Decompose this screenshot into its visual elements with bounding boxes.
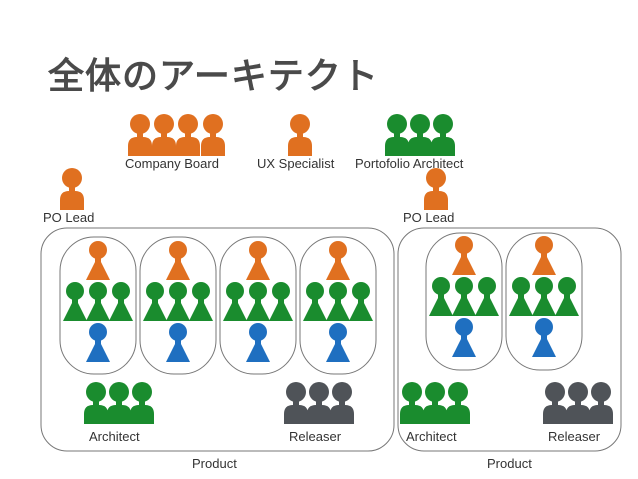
page-title: 全体のアーキテクト [48,56,379,97]
team-1-members [63,241,133,362]
po-lead-left-label: PO Lead [43,210,95,225]
po-lead-left-person [60,168,84,210]
product-right-label: Product [487,456,532,471]
team-capsule-1 [59,236,137,375]
team-5-members [429,236,499,357]
team-capsule-2 [139,236,217,375]
architect-right-label: Architect [406,429,457,444]
product-container-left [40,227,395,452]
team-4-members [303,241,373,362]
team-capsule-6 [505,232,583,371]
releaser-right-group [543,382,613,424]
portfolio-architect-group [385,114,455,156]
company-board-label: Company Board [125,156,219,171]
product-left-label: Product [192,456,237,471]
portfolio-architect-label: Portofolio Architect [355,156,464,171]
team-6-members [509,236,579,357]
product-container-right [397,227,622,452]
releaser-left-label: Releaser [289,429,342,444]
po-lead-right-person [424,168,448,210]
team-2-members [143,241,213,362]
ux-specialist-person [288,114,312,156]
releaser-left-group [284,382,354,424]
po-lead-right-label: PO Lead [403,210,455,225]
team-capsule-5 [425,232,503,371]
team-capsule-4 [299,236,377,375]
architect-left-label: Architect [89,429,140,444]
team-3-members [223,241,293,362]
architect-left-group [84,382,154,424]
architect-right-group [400,382,470,424]
releaser-right-label: Releaser [548,429,601,444]
team-capsule-3 [219,236,297,375]
ux-specialist-label: UX Specialist [257,156,335,171]
company-board-group [128,114,225,156]
